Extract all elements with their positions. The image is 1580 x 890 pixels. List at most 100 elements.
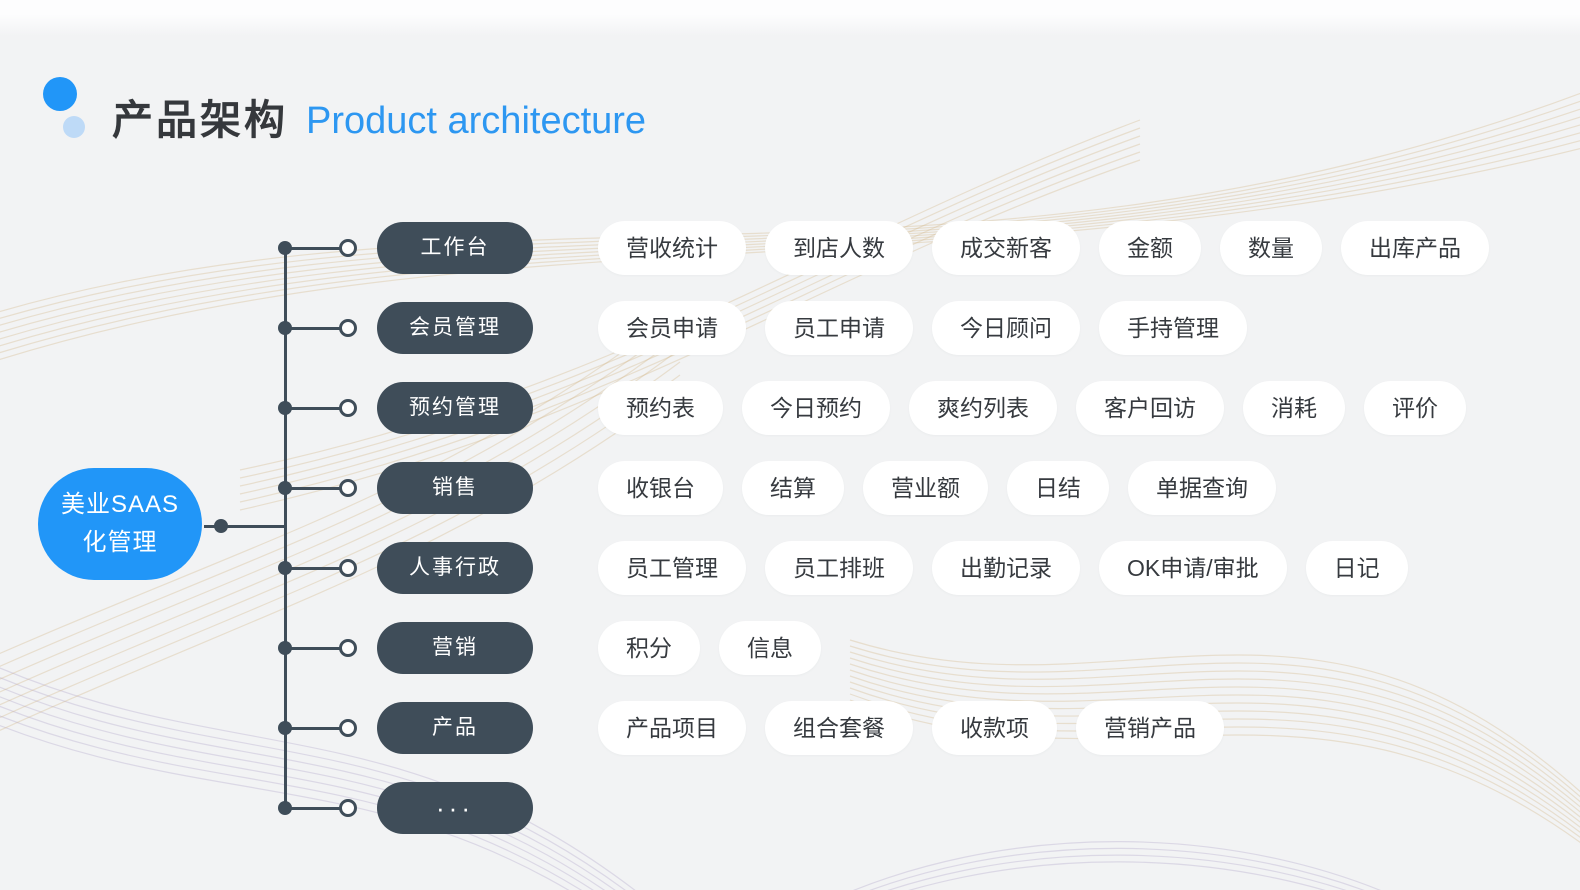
feature-pill: 营销产品 xyxy=(1076,701,1224,755)
wave-line xyxy=(887,854,1347,890)
wave-line xyxy=(0,92,1580,313)
feature-pill: 信息 xyxy=(719,621,821,675)
category-pill-6: 营销 xyxy=(377,622,533,674)
branch-line xyxy=(285,646,348,650)
page-title-zh: 产品架构 xyxy=(112,96,288,143)
branch-ring xyxy=(339,559,357,577)
title-block: 产品架构 Product architecture xyxy=(40,72,646,144)
branch-ring xyxy=(339,719,357,737)
feature-pill: 日结 xyxy=(1007,461,1109,515)
feature-pill: 结算 xyxy=(742,461,844,515)
wave-line xyxy=(0,696,606,890)
wave-line xyxy=(0,724,570,890)
branch-dot xyxy=(278,241,292,255)
feature-row: 营收统计到店人数成交新客金额数量出库产品 xyxy=(598,221,1489,275)
branch-line xyxy=(285,246,348,250)
feature-pill: 组合套餐 xyxy=(765,701,913,755)
feature-pill: 营业额 xyxy=(863,461,988,515)
category-pill-2: 会员管理 xyxy=(377,302,533,354)
branch-line xyxy=(285,326,348,330)
branch-ring xyxy=(339,479,357,497)
wave-line xyxy=(849,657,1580,808)
branch-dot xyxy=(278,321,292,335)
feature-pill: 金额 xyxy=(1099,221,1201,275)
feature-row: 积分信息 xyxy=(598,621,821,675)
branch-ring xyxy=(339,399,357,417)
branch-dot xyxy=(278,401,292,415)
feature-pill: 成交新客 xyxy=(932,221,1080,275)
feature-pill: OK申请/审批 xyxy=(1099,541,1287,595)
feature-pill: 营收统计 xyxy=(598,221,746,275)
root-label-line-1: 美业SAAS xyxy=(60,491,180,518)
feature-pill: 消耗 xyxy=(1243,381,1345,435)
feature-pill: 客户回访 xyxy=(1076,381,1224,435)
branch-dot xyxy=(278,641,292,655)
wave-line xyxy=(0,100,1580,320)
branch-dot xyxy=(278,801,292,815)
branch-ring xyxy=(339,639,357,657)
branch-dot xyxy=(278,561,292,575)
feature-pill: 员工排班 xyxy=(765,541,913,595)
wave-line xyxy=(0,705,594,890)
top-highlight-band xyxy=(0,0,1580,36)
wave-line xyxy=(853,841,1381,890)
branch-line xyxy=(285,486,348,490)
branch-line xyxy=(285,806,348,810)
wave-line xyxy=(0,715,583,890)
feature-pill: 积分 xyxy=(598,621,700,675)
wave-line xyxy=(0,309,681,655)
wave-line xyxy=(0,335,681,680)
category-pill-3: 预约管理 xyxy=(377,382,533,434)
feature-pill: 收款项 xyxy=(932,701,1057,755)
feature-pill: 日记 xyxy=(1305,541,1408,595)
feature-pill: 预约表 xyxy=(598,381,723,435)
wave-line xyxy=(0,686,616,890)
feature-pill: 到店人数 xyxy=(765,221,913,275)
feature-row: 预约表今日预约爽约列表客户回访消耗评价 xyxy=(598,381,1466,435)
feature-pill: 爽约列表 xyxy=(909,381,1057,435)
wave-line xyxy=(908,861,1326,890)
wave-line xyxy=(0,667,636,890)
wave-line xyxy=(869,847,1365,890)
feature-pill: 数量 xyxy=(1220,221,1322,275)
branch-dot xyxy=(278,721,292,735)
feature-pill: 会员申请 xyxy=(598,301,746,355)
feature-row: 收银台结算营业额日结单据查询 xyxy=(598,461,1276,515)
branch-ring xyxy=(339,319,357,337)
wave-line xyxy=(0,348,681,693)
category-pill-5: 人事行政 xyxy=(377,542,533,594)
feature-pill: 手持管理 xyxy=(1099,301,1247,355)
feature-pill: 今日预约 xyxy=(742,381,890,435)
category-pill-4: 销售 xyxy=(377,462,533,514)
branch-ring xyxy=(339,799,357,817)
root-node: 美业SAAS 化管理 xyxy=(38,468,202,580)
wave-line xyxy=(0,387,681,731)
category-pill-8: ··· xyxy=(377,782,533,834)
branch-line xyxy=(285,566,348,570)
trunk-line xyxy=(283,248,287,808)
feature-pill: 今日顾问 xyxy=(932,301,1080,355)
wave-line xyxy=(0,374,681,719)
wave-line xyxy=(0,108,1580,326)
wave-line xyxy=(849,651,1580,803)
wave-line xyxy=(849,639,1580,793)
category-pill-1: 工作台 xyxy=(377,222,533,274)
feature-pill: 出库产品 xyxy=(1341,221,1489,275)
wave-line xyxy=(849,645,1580,798)
feature-row: 产品项目组合套餐收款项营销产品 xyxy=(598,701,1224,755)
page-title-en: Product architecture xyxy=(306,99,647,142)
wave-line xyxy=(849,669,1580,818)
wave-line xyxy=(0,676,626,890)
feature-pill: 评价 xyxy=(1364,381,1466,435)
branch-line xyxy=(285,406,348,410)
wave-line xyxy=(0,322,681,667)
feature-pill: 单据查询 xyxy=(1128,461,1276,515)
branch-ring xyxy=(339,239,357,257)
category-pill-7: 产品 xyxy=(377,702,533,754)
feature-pill: 员工申请 xyxy=(765,301,913,355)
feature-pill: 产品项目 xyxy=(598,701,746,755)
accent-dots-icon xyxy=(43,77,85,138)
feature-pill: 出勤记录 xyxy=(932,541,1080,595)
